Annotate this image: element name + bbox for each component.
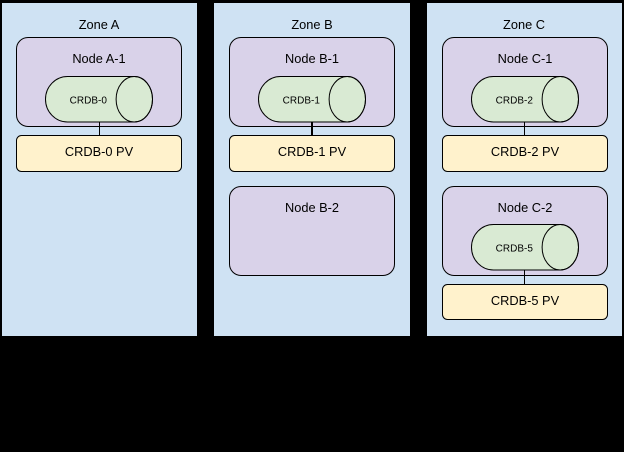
svg-text:CRDB-5: CRDB-5 (495, 243, 533, 254)
svg-text:CRDB-1: CRDB-1 (283, 95, 321, 106)
svg-text:CRDB-0: CRDB-0 (70, 95, 108, 106)
svg-text:CRDB-2: CRDB-2 (495, 95, 533, 106)
